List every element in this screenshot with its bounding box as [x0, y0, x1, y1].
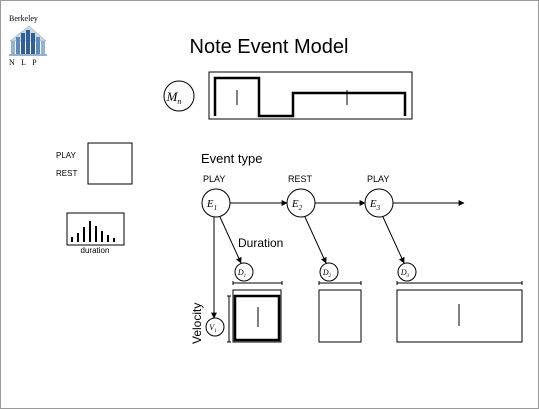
legend-duration-histogram-icon [71, 221, 115, 242]
legend-duration-label: duration [81, 246, 110, 255]
event-node-circle [364, 188, 394, 218]
event-node-label: E2 [291, 198, 303, 212]
duration-arrow [382, 216, 405, 264]
event-node-circle [286, 188, 316, 218]
event-node: E2 [286, 188, 316, 218]
legend-rest-label: REST [56, 169, 77, 178]
berkeley-nlp-logo: Berkeley N L P [9, 14, 47, 67]
duration-bracket [232, 281, 283, 285]
event-type-label: Event type [201, 151, 262, 166]
slide-title: Note Event Model [190, 36, 349, 58]
histogram-bar [83, 227, 85, 242]
duration-node: D3 [397, 262, 417, 282]
logo-bottom-text: N L P [9, 58, 39, 67]
model-node-label: Mn [166, 89, 182, 106]
logo-column [21, 33, 25, 54]
model-waveform-trace [213, 76, 407, 118]
duration-arrow [304, 216, 327, 264]
model-waveform-frame [208, 71, 413, 120]
logo-top-text: Berkeley [9, 14, 38, 23]
event-node-label: E1 [206, 198, 217, 212]
histogram-bar [95, 226, 97, 242]
duration-bracket [396, 281, 523, 285]
duration-node: D1 [234, 262, 254, 282]
histogram-bar [89, 221, 91, 242]
note-box-velocity-fill [233, 294, 281, 342]
logo-column [36, 37, 40, 54]
histogram-bar [107, 235, 109, 242]
velocity-node-circle [205, 317, 225, 337]
duration-bracket [318, 281, 362, 285]
event-type-value: PLAY [203, 174, 225, 184]
histogram-bar [77, 233, 79, 242]
event-node: E3 [364, 188, 394, 218]
logo-column [26, 30, 30, 54]
event-node-label: E3 [369, 198, 381, 212]
duration-node-circle [319, 262, 339, 282]
note-box [318, 289, 362, 343]
logo-campanile-icon [9, 25, 47, 56]
duration-node: D2 [319, 262, 339, 282]
event-type-value: PLAY [367, 174, 389, 184]
velocity-bracket [227, 295, 231, 343]
logo-column [41, 41, 45, 54]
logo-column [16, 37, 20, 54]
velocity-node: V1 [205, 317, 225, 337]
duration-node-label: D2 [322, 268, 332, 279]
duration-label: Duration [238, 236, 283, 250]
note-box [232, 289, 282, 343]
velocity-node-label: V1 [209, 323, 216, 334]
model-node-circle [163, 80, 195, 112]
duration-node-circle [397, 262, 417, 282]
histogram-bar [113, 238, 115, 242]
model-node: Mn [163, 80, 195, 112]
model-waveform [208, 71, 413, 120]
note-box [396, 289, 523, 343]
note-box-frame [232, 289, 282, 343]
legend-play-label: PLAY [56, 151, 77, 160]
velocity-label: Velocity [190, 303, 204, 344]
duration-node-label: D3 [400, 268, 410, 279]
histogram-bar [71, 237, 73, 242]
legend: PLAY REST duration [56, 142, 133, 255]
logo-column [11, 41, 15, 54]
event-node-circle [201, 188, 231, 218]
duration-arrow [219, 216, 242, 264]
event-type-value: REST [288, 174, 313, 184]
legend-event-type-box [87, 142, 133, 185]
logo-column [31, 33, 35, 54]
note-box-frame [318, 289, 362, 343]
duration-node-label: D1 [237, 268, 246, 279]
event-node: E1 [201, 188, 231, 218]
histogram-bar [101, 231, 103, 242]
duration-node-circle [234, 262, 254, 282]
